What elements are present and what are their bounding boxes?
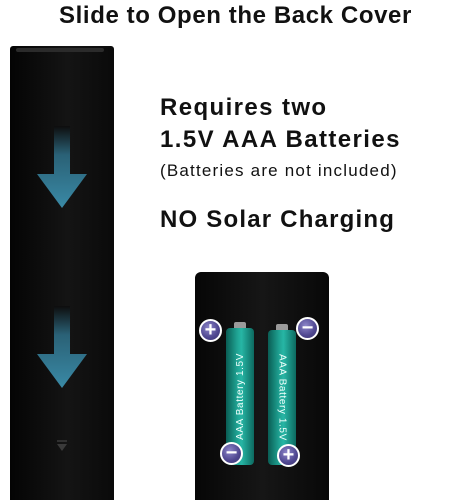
battery-cap — [276, 324, 288, 331]
remote-back-cover — [10, 46, 114, 500]
slide-notch-icon — [57, 440, 67, 451]
battery-compartment — [195, 272, 329, 500]
down-arrow-icon — [37, 306, 87, 388]
battery-label: AAA Battery 1.5V — [276, 354, 288, 441]
requirement-note: (Batteries are not included) — [160, 161, 398, 180]
battery-label: AAA Battery 1.5V — [234, 353, 246, 440]
requirement-line-1: Requires two — [160, 94, 328, 121]
battery-right: AAA Battery 1.5V — [268, 324, 296, 465]
minus-terminal-icon: − — [296, 317, 319, 340]
battery-body — [268, 330, 296, 465]
cover-edge-highlight — [16, 48, 104, 52]
plus-terminal-icon: + — [199, 319, 222, 342]
minus-terminal-icon: − — [220, 442, 243, 465]
down-arrow-icon — [37, 126, 87, 208]
battery-cap — [234, 322, 246, 329]
battery-requirements: Requires two 1.5V AAA Batteries (Batteri… — [160, 92, 471, 234]
solar-notice: NO Solar Charging — [160, 206, 396, 233]
plus-terminal-icon: + — [277, 444, 300, 467]
requirement-line-2: 1.5V AAA Batteries — [160, 126, 401, 153]
headline: Slide to Open the Back Cover — [59, 2, 412, 29]
